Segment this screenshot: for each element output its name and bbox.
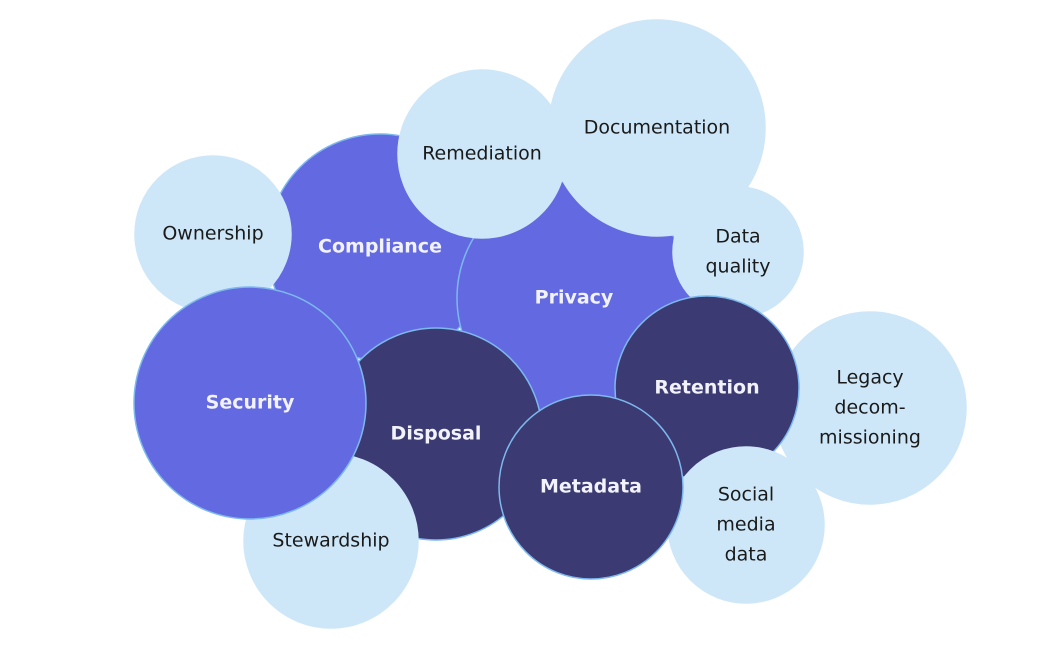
bubble-label: Privacy — [535, 287, 614, 309]
bubble-label: Security — [206, 392, 295, 414]
bubble-remediation: Remediation — [397, 69, 567, 239]
bubble-circle — [498, 394, 684, 580]
bubble-label: Disposal — [391, 423, 482, 445]
bubble-label: Data — [715, 226, 760, 248]
bubble-metadata: Metadata — [498, 394, 684, 580]
bubble-label: data — [725, 544, 768, 566]
bubble-legacy: Legacy decom-missioning — [773, 311, 967, 505]
bubble-label: Social — [718, 484, 774, 506]
bubble-label: Metadata — [540, 476, 642, 498]
bubble-security: Security — [133, 286, 367, 520]
bubble-ownership: Ownership — [134, 155, 292, 313]
bubble-label: missioning — [819, 427, 921, 449]
bubble-label: Ownership — [162, 223, 263, 245]
bubble-circle — [548, 19, 766, 237]
bubble-documentation: Documentation — [548, 19, 766, 237]
bubble-label: Legacy — [836, 367, 903, 389]
bubble-label: Stewardship — [272, 530, 389, 552]
bubble-label: media — [716, 514, 775, 536]
bubble-label: Documentation — [584, 117, 730, 139]
bubble-label: Compliance — [318, 236, 442, 258]
bubble-label: quality — [706, 256, 771, 278]
bubble-circle — [133, 286, 367, 520]
bubble-label: Remediation — [422, 143, 542, 165]
bubble-label: Retention — [654, 377, 759, 399]
bubble-social-media: Social media data — [667, 446, 825, 604]
bubble-label: decom- — [834, 397, 905, 419]
